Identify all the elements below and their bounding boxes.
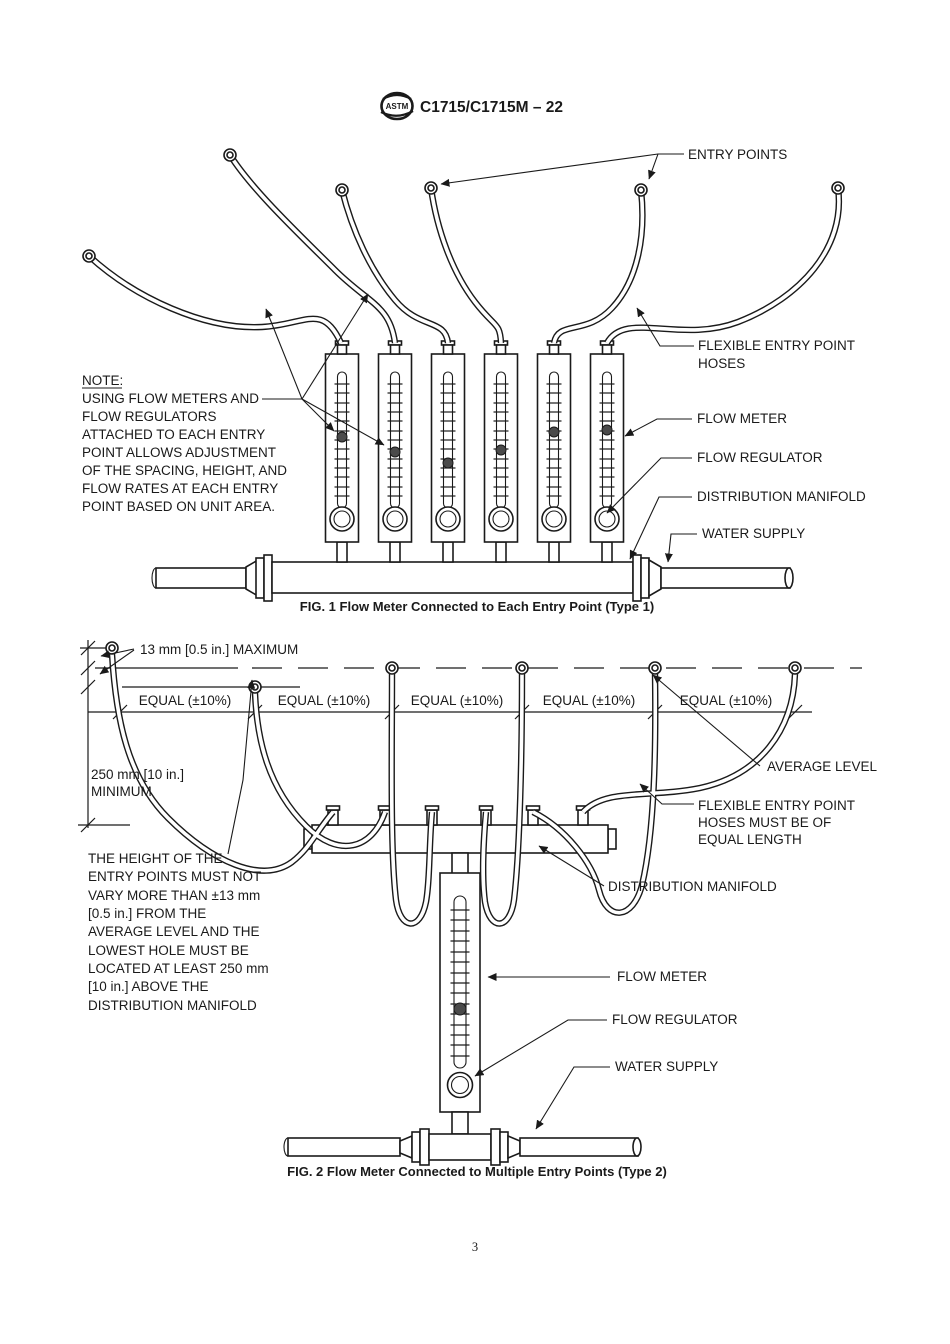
fig2-labels: AVERAGE LEVEL FLEXIBLE ENTRY POINT HOSES… [474, 674, 878, 1130]
fig1-labels: ENTRY POINTS FLEXIBLE ENTRY POINT HOSES … [440, 147, 866, 563]
height-note-line: [10 in.] ABOVE THE [88, 979, 209, 994]
flexible-hoses-label: HOSES MUST BE OF [698, 815, 831, 830]
flow-meter-label: FLOW METER [697, 411, 787, 426]
fig2-water-supply-tee [283, 1128, 642, 1166]
note-line: USING FLOW METERS AND [82, 391, 259, 406]
document-title: C1715/C1715M – 22 [420, 99, 563, 116]
water-supply-label: WATER SUPPLY [615, 1059, 718, 1074]
flexible-hoses-label: HOSES [698, 356, 745, 371]
entry-points-label: ENTRY POINTS [688, 147, 787, 162]
height-note-line: ENTRY POINTS MUST NOT [88, 869, 261, 884]
fig2-entry-points [105, 641, 802, 694]
fig2-height-note: THE HEIGHT OF THE ENTRY POINTS MUST NOT … [88, 679, 269, 1013]
page-header: ASTM C1715/C1715M – 22 [380, 91, 563, 121]
height-note-line: THE HEIGHT OF THE [88, 851, 223, 866]
fig2-flexible-hoses [108, 653, 799, 927]
note-line: OF THE SPACING, HEIGHT, AND [82, 463, 287, 478]
fig1-caption: FIG. 1 Flow Meter Connected to Each Entr… [300, 599, 654, 614]
height-note-line: LOWEST HOLE MUST BE [88, 943, 249, 958]
average-level-label: AVERAGE LEVEL [767, 759, 878, 774]
flow-meter-float [495, 444, 507, 456]
min-height-label: MINIMUM [91, 784, 152, 799]
flow-meter-float [453, 1002, 467, 1016]
distribution-manifold-label: DISTRIBUTION MANIFOLD [697, 489, 866, 504]
fig1-meter-stubs [336, 541, 613, 563]
max-height-label: 13 mm [0.5 in.] MAXIMUM [140, 642, 298, 657]
height-note-line: AVERAGE LEVEL AND THE [88, 924, 260, 939]
flow-meter-float [389, 446, 401, 458]
fig1-entry-points [82, 148, 845, 263]
figure-1: NOTE: USING FLOW METERS AND FLOW REGULAT… [82, 147, 866, 614]
fig2-caption: FIG. 2 Flow Meter Connected to Multiple … [287, 1164, 667, 1179]
note-line: FLOW REGULATORS [82, 409, 217, 424]
flow-regulator-label: FLOW REGULATOR [612, 1012, 738, 1027]
note-line: ATTACHED TO EACH ENTRY [82, 427, 265, 442]
fig1-distribution-manifold [151, 554, 794, 602]
flexible-hoses-label: FLEXIBLE ENTRY POINT [698, 798, 855, 813]
equal-spacing-label: EQUAL (±10%) [139, 693, 231, 708]
flow-meter-float [336, 431, 348, 443]
height-note-line: LOCATED AT LEAST 250 mm [88, 961, 269, 976]
flexible-hoses-label: FLEXIBLE ENTRY POINT [698, 338, 855, 353]
min-height-label: 250 mm [10 in.] [91, 767, 184, 782]
water-supply-label: WATER SUPPLY [702, 526, 805, 541]
flow-meter-float [601, 424, 613, 436]
equal-spacing-label: EQUAL (±10%) [680, 693, 772, 708]
flow-meter-label: FLOW METER [617, 969, 707, 984]
height-note-line: DISTRIBUTION MANIFOLD [88, 998, 257, 1013]
note-line: POINT ALLOWS ADJUSTMENT [82, 445, 276, 460]
fig2-flow-meter [439, 872, 481, 1135]
equal-spacing-label: EQUAL (±10%) [543, 693, 635, 708]
astm-logo-icon: ASTM [380, 91, 414, 121]
equal-spacing-label: EQUAL (±10%) [278, 693, 370, 708]
flexible-hoses-label: EQUAL LENGTH [698, 832, 802, 847]
flow-meter-float [442, 457, 454, 469]
dimension-ticks [80, 640, 803, 833]
height-note-line: [0.5 in.] FROM THE [88, 906, 206, 921]
figure-2: 13 mm [0.5 in.] MAXIMUM EQUAL (±10%) EQU… [78, 640, 878, 1179]
height-note-line: VARY MORE THAN ±13 mm [88, 888, 260, 903]
flow-regulator-label: FLOW REGULATOR [697, 450, 823, 465]
distribution-manifold-label: DISTRIBUTION MANIFOLD [608, 879, 777, 894]
note-line: FLOW RATES AT EACH ENTRY [82, 481, 278, 496]
fig1-flow-meters [324, 340, 625, 543]
fig1-note: NOTE: USING FLOW METERS AND FLOW REGULAT… [82, 293, 385, 514]
flow-meter-float [548, 426, 560, 438]
note-line: POINT BASED ON UNIT AREA. [82, 499, 275, 514]
note-heading: NOTE: [82, 373, 123, 388]
fig1-flexible-hoses [86, 153, 843, 345]
equal-spacing-label: EQUAL (±10%) [411, 693, 503, 708]
page-number: 3 [472, 1240, 478, 1254]
astm-logo-text: ASTM [386, 102, 409, 111]
fig2-dimension-labels: 13 mm [0.5 in.] MAXIMUM EQUAL (±10%) EQU… [91, 642, 772, 799]
